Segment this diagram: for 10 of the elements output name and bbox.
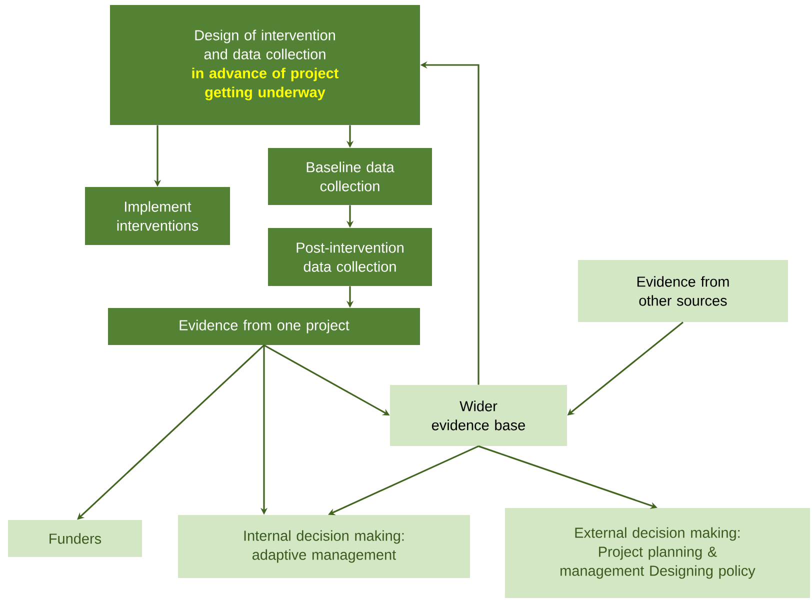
process-box: Wider evidence base [390, 385, 567, 446]
process-box: Evidence from other sources [578, 260, 788, 322]
process-box: Design of intervention and data collection in advance of project getting underway [110, 5, 420, 125]
process-box: Funders [8, 520, 142, 557]
process-box: External decision making: Project planning & management Designing policy [505, 508, 810, 598]
process-box: Baseline data collection [268, 148, 432, 205]
process-box: Evidence from one project [108, 308, 420, 345]
process-box: Post-intervention data collection [268, 228, 432, 286]
process-box: Internal decision making: adaptive management [178, 515, 470, 578]
process-box: Implement interventions [85, 187, 230, 245]
